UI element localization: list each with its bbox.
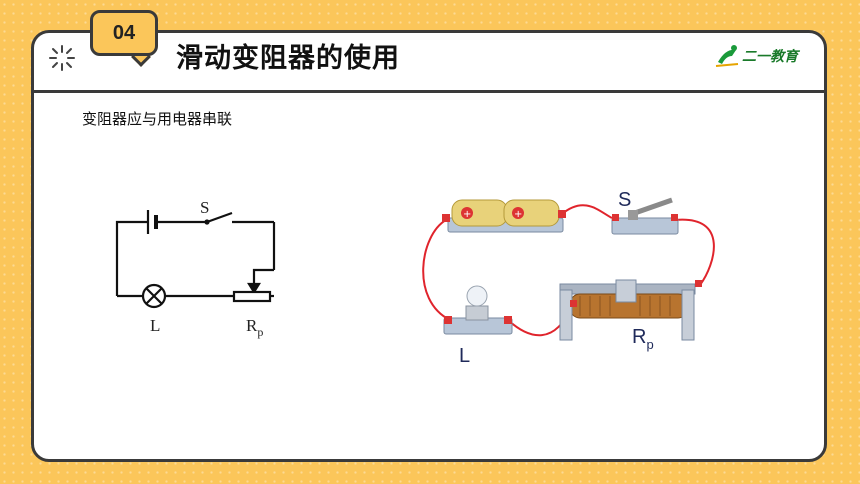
subtitle: 变阻器应与用电器串联 [82, 110, 233, 128]
apparatus-lamp-label: L [459, 345, 470, 367]
svg-text:+: + [514, 209, 522, 220]
section-number: 04 [112, 21, 136, 44]
rheostat-windings [579, 296, 671, 316]
rheostat-stand-right [681, 289, 695, 341]
lamp-bulb [466, 285, 488, 307]
battery-terminal-right [558, 210, 566, 218]
page-title: 滑动变阻器的使用 [176, 43, 400, 74]
apparatus-switch-label: S [618, 189, 631, 211]
section-number-badge: 04 [90, 10, 158, 56]
spark-icon [49, 45, 75, 71]
wire-left [115, 220, 147, 296]
battery-plus-icon-2 [512, 207, 524, 219]
battery-terminal-left [442, 214, 450, 222]
lamp-terminal-left [444, 316, 452, 324]
slider-arrow [247, 282, 261, 295]
schematic-switch-label: S [200, 198, 209, 217]
logo-text: 二一教育 [742, 49, 798, 65]
header-divider [34, 90, 824, 93]
schematic-lamp-label: L [150, 316, 160, 335]
battery-cell-1 [451, 199, 508, 227]
rheostat-terminal-a [570, 300, 577, 307]
switch-terminal-left [612, 214, 619, 221]
rheostat-stand-left [559, 289, 573, 341]
rheostat-slider [615, 279, 637, 303]
switch-terminal-right [671, 214, 678, 221]
slide-card [31, 30, 827, 462]
lamp-terminal-right [504, 316, 512, 324]
battery-plus-icon-1 [461, 207, 473, 219]
lamp-socket [465, 305, 489, 321]
switch-blade [206, 211, 233, 224]
switch-hinge [628, 210, 638, 220]
circuit-schematic [115, 210, 276, 309]
rheostat-symbol [232, 290, 272, 303]
logo-icon [715, 45, 739, 67]
switch-base [611, 217, 679, 235]
apparatus-illustration: + + [422, 197, 715, 341]
schematic-rheostat-label: Rp [246, 316, 263, 339]
rheostat-terminal-d [695, 280, 702, 287]
switch-lever [631, 197, 673, 217]
svg-text:+: + [463, 209, 471, 220]
apparatus-rheostat-label: Rp [632, 326, 654, 352]
